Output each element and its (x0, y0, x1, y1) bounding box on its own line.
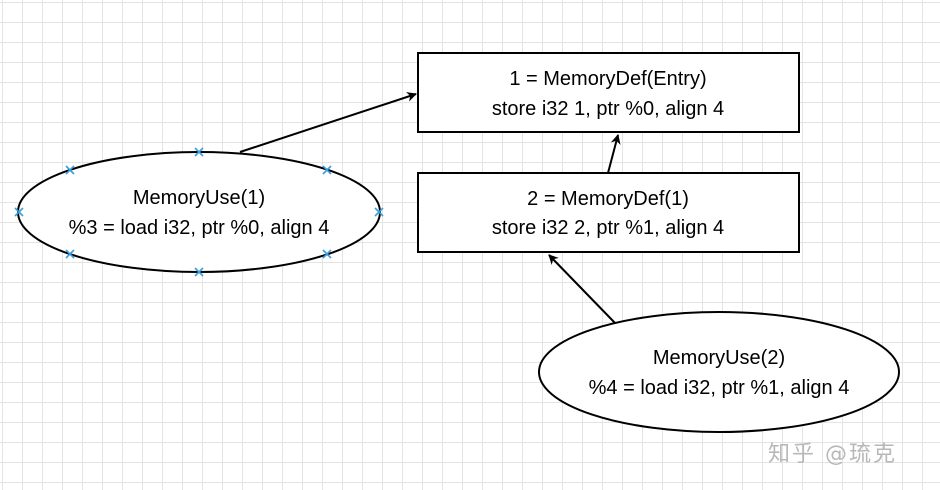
memoryuse-1-instruction: %3 = load i32, ptr %0, align 4 (69, 217, 330, 239)
selection-handles[interactable] (14, 147, 384, 277)
resize-handle-icon[interactable] (14, 207, 24, 217)
resize-handle-icon[interactable] (374, 207, 384, 217)
resize-handle-icon[interactable] (194, 267, 204, 277)
memoryuse-1-title: MemoryUse(1) (133, 187, 265, 209)
watermark-text: 知乎 @琉克 (768, 442, 897, 467)
memorydef-entry-instruction: store i32 1, ptr %0, align 4 (492, 98, 724, 120)
memorydef-1-title: 2 = MemoryDef(1) (527, 188, 689, 210)
resize-handle-icon[interactable] (322, 249, 332, 259)
resize-handle-icon[interactable] (65, 249, 75, 259)
resize-handle-icon[interactable] (65, 165, 75, 175)
memorydef-1-node[interactable]: 2 = MemoryDef(1) store i32 2, ptr %1, al… (417, 172, 800, 253)
edge-use1-to-def1[interactable] (239, 92, 417, 153)
resize-handle-icon[interactable] (194, 147, 204, 157)
edge-use2-to-def2[interactable] (548, 254, 616, 324)
memoryuse-2-instruction: %4 = load i32, ptr %1, align 4 (589, 377, 850, 399)
memorydef-entry-title: 1 = MemoryDef(Entry) (509, 68, 706, 90)
memorydef-1-instruction: store i32 2, ptr %1, align 4 (492, 217, 724, 239)
memoryuse-2-node[interactable]: MemoryUse(2) %4 = load i32, ptr %1, alig… (538, 311, 900, 433)
edge-def2-to-def1[interactable] (607, 134, 621, 174)
memoryuse-1-node[interactable]: MemoryUse(1) %3 = load i32, ptr %0, alig… (14, 147, 384, 277)
memoryuse-2-title: MemoryUse(2) (653, 347, 785, 369)
memorydef-entry-node[interactable]: 1 = MemoryDef(Entry) store i32 1, ptr %0… (417, 52, 800, 133)
resize-handle-icon[interactable] (322, 165, 332, 175)
